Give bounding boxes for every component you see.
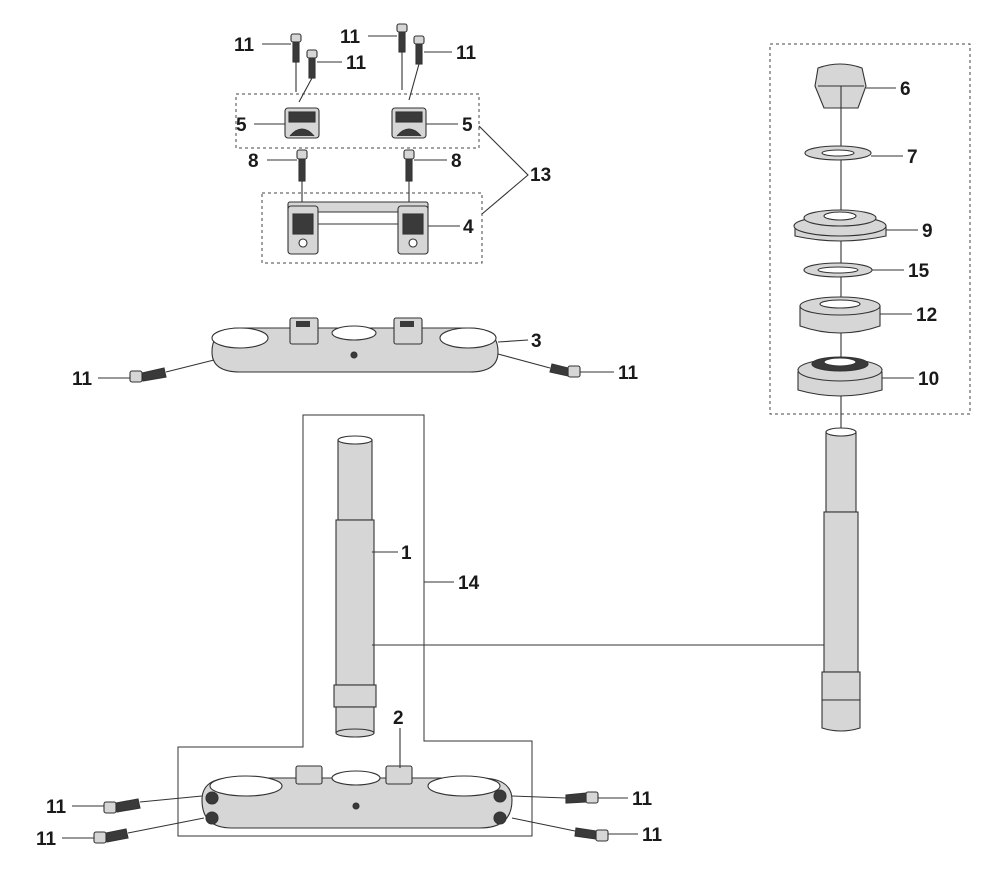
callout-7: 7 [907, 147, 918, 168]
callout-11-lower-right-b: 11 [642, 825, 663, 846]
callout-11-top-d: 11 [456, 43, 477, 64]
bolt-part-11-top-a [290, 33, 302, 63]
bolt-part-11-top-c [396, 23, 408, 53]
callout-8-right: 8 [451, 151, 462, 172]
callout-11-lower-left-b: 11 [36, 829, 57, 850]
bolt-part-8-right [403, 149, 415, 182]
assembly-14-outline [177, 414, 533, 837]
callout-2: 2 [393, 708, 404, 729]
callout-13: 13 [530, 165, 551, 186]
group-box-clamp-tops [235, 93, 480, 149]
bolt-part-11-lower-right-b [574, 827, 609, 842]
group-box-steering-bearings [769, 43, 971, 415]
callout-11-upper-left: 11 [72, 369, 93, 390]
callout-3: 3 [531, 331, 542, 352]
seal-part-15 [803, 262, 873, 278]
callout-11-top-c: 11 [340, 27, 361, 48]
upper-triple-clamp-part-3 [211, 317, 499, 373]
callout-11-top-b: 11 [346, 53, 367, 74]
callout-11-lower-left-a: 11 [46, 797, 67, 818]
callout-11-top-a: 11 [234, 35, 255, 56]
bolt-part-11-top-d [413, 35, 425, 65]
bolt-part-11-top-b [306, 49, 318, 79]
callout-14: 14 [458, 573, 480, 594]
bolt-part-11-lower-right-a [565, 791, 599, 804]
callout-5-left: 5 [236, 115, 247, 136]
callout-8-left: 8 [248, 151, 259, 172]
lower-triple-clamp-part-2 [201, 765, 513, 829]
stem-tube-detail [821, 427, 861, 732]
bearing-cap-part-9 [793, 209, 887, 242]
bolt-part-11-lower-left-b [93, 828, 129, 844]
callout-11-upper-right: 11 [618, 363, 639, 384]
bolt-part-11-upper-right [549, 363, 581, 378]
callout-6: 6 [900, 79, 911, 100]
nut-part-6 [814, 63, 867, 109]
bolt-part-11-lower-left-a [103, 798, 141, 814]
bolt-part-8-left [296, 149, 308, 182]
callout-1: 1 [401, 543, 412, 564]
callout-12: 12 [916, 305, 937, 326]
steering-stem-part-1 [333, 435, 377, 738]
washer-part-7 [804, 145, 872, 161]
group-box-handlebar-clamp [261, 192, 483, 264]
callout-5-right: 5 [462, 115, 473, 136]
callout-15: 15 [908, 261, 930, 282]
bolt-part-11-upper-left [129, 367, 167, 383]
clamp-top-part-5-left [284, 107, 320, 139]
handlebar-clamp-part-4 [287, 201, 429, 255]
bearing-part-10 [797, 356, 883, 397]
clamp-top-part-5-right [391, 107, 427, 139]
callout-9: 9 [922, 221, 933, 242]
callout-10: 10 [918, 369, 939, 390]
bearing-part-12 [799, 296, 881, 334]
callout-11-lower-right-a: 11 [632, 789, 653, 810]
callout-4: 4 [463, 217, 474, 238]
